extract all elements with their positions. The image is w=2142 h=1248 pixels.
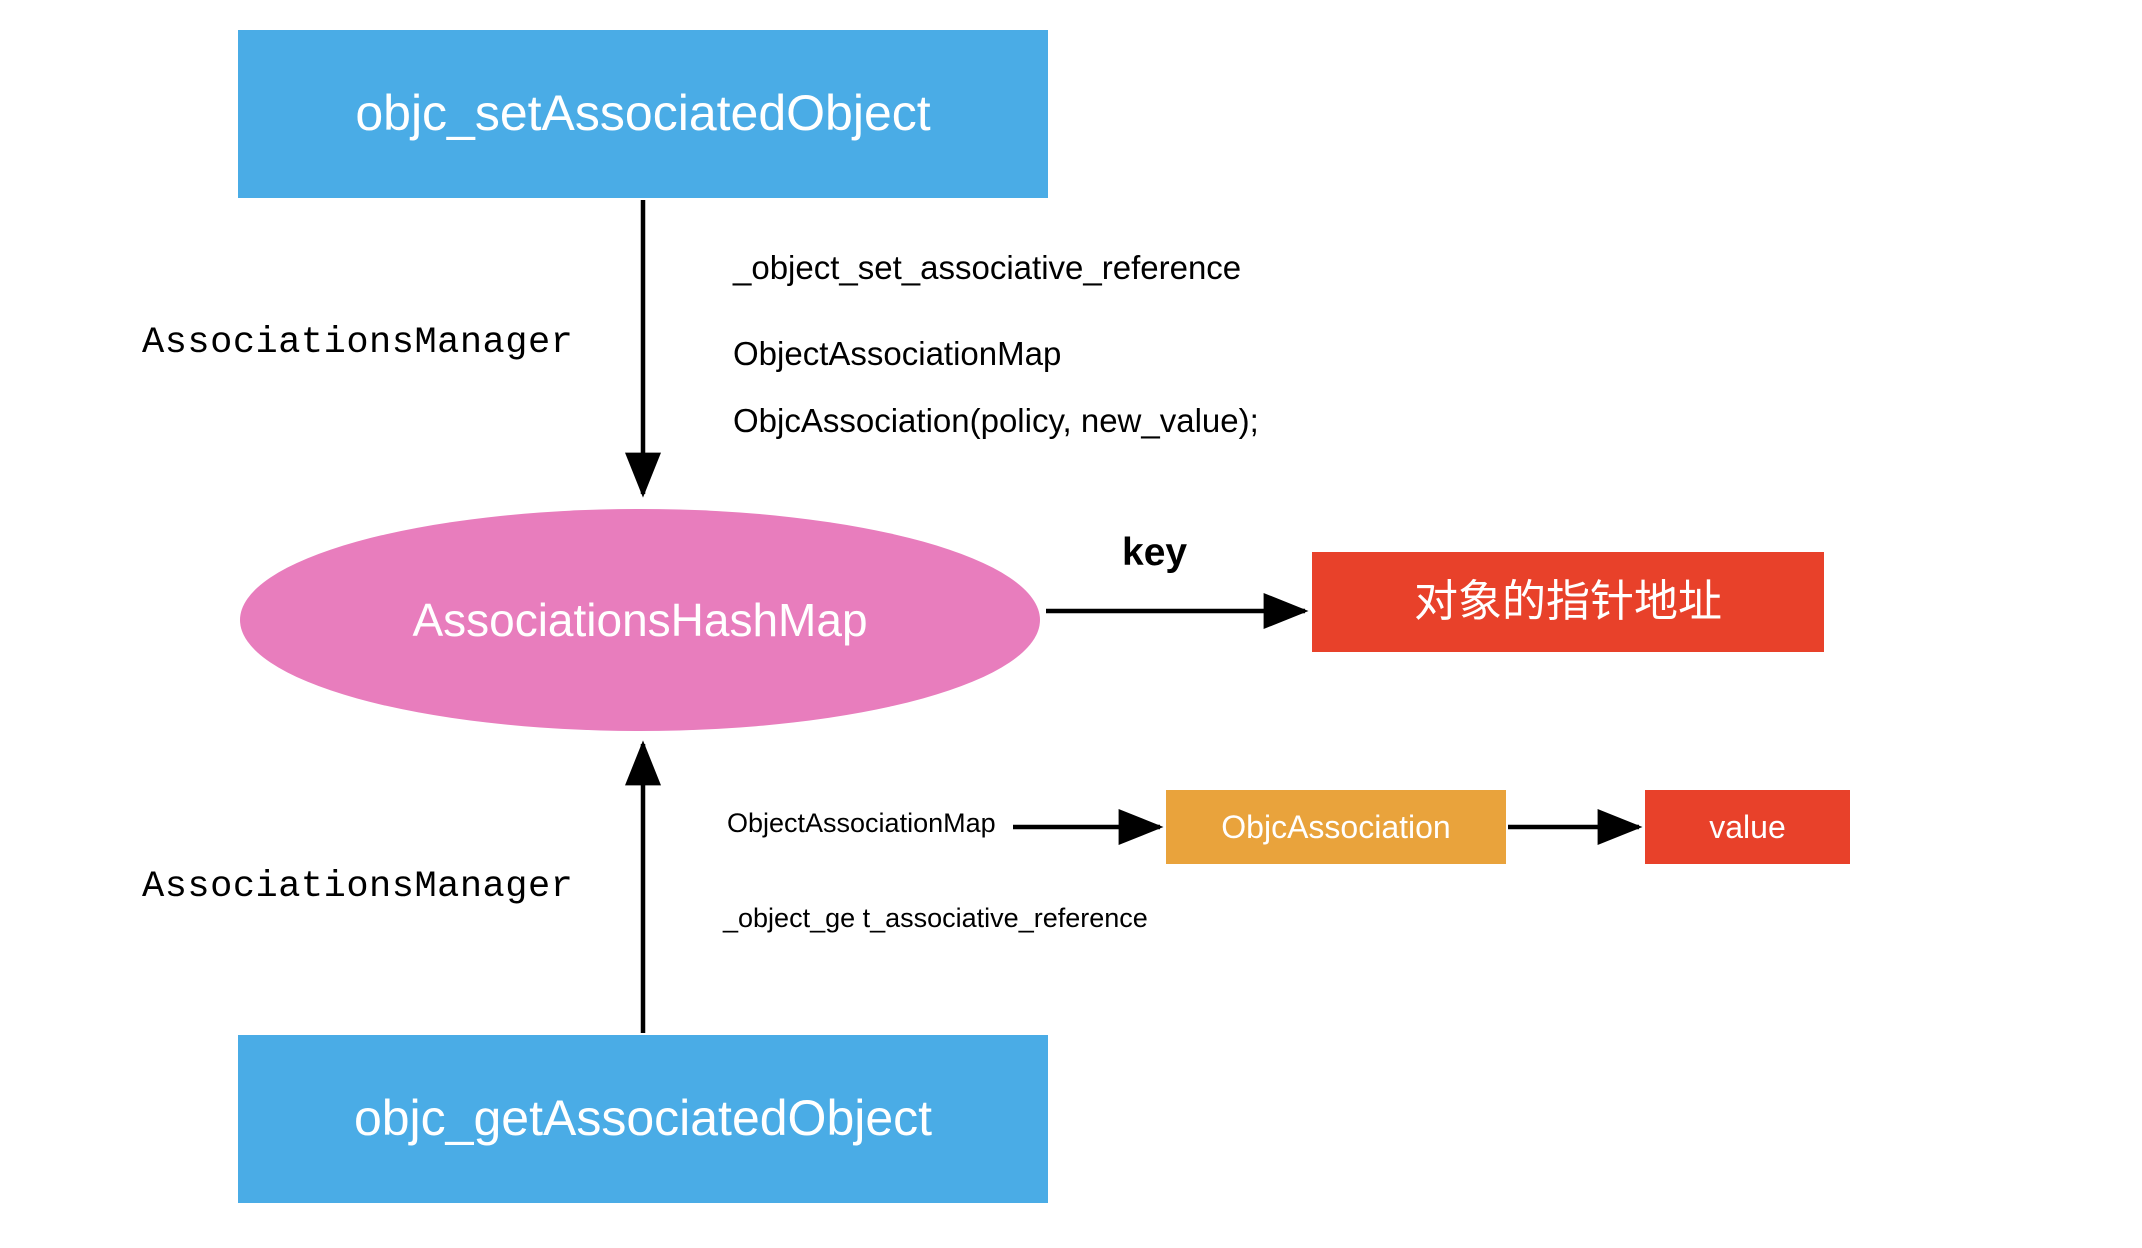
node-value[interactable]: value (1645, 790, 1850, 864)
label-object-get-associative-reference: _object_ge t_associative_reference (723, 903, 1148, 933)
node-object-pointer-address[interactable]: 对象的指针地址 (1312, 552, 1824, 652)
node-objc-set-associated-object[interactable]: objc_setAssociatedObject (238, 30, 1048, 198)
node-associations-hash-map[interactable]: AssociationsHashMap (240, 509, 1040, 731)
label-objc-association-constructor: ObjcAssociation(policy, new_value); (733, 402, 1259, 439)
node-objc-get-associated-object[interactable]: objc_getAssociatedObject (238, 1035, 1048, 1203)
label-object-association-map-top: ObjectAssociationMap (733, 335, 1062, 372)
label-associations-manager-top: AssociationsManager (142, 322, 574, 364)
label-object-set-associative-reference: _object_set_associative_reference (733, 249, 1242, 286)
label-object-association-map-bottom: ObjectAssociationMap (727, 808, 996, 838)
label-key: key (1122, 531, 1188, 574)
node-objc-association[interactable]: ObjcAssociation (1166, 790, 1506, 864)
label-associations-manager-bottom: AssociationsManager (142, 866, 574, 908)
